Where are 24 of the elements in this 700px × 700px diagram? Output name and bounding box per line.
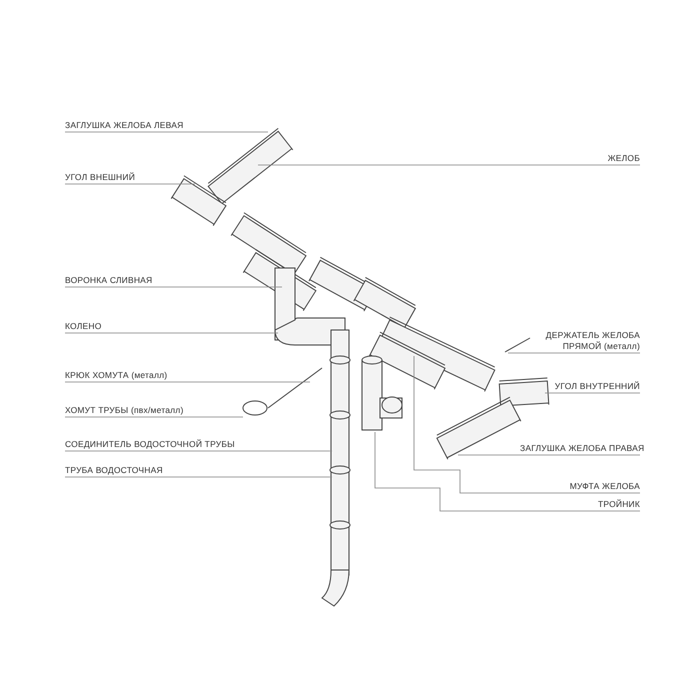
part-label: ТРОЙНИК (540, 499, 640, 510)
part-label: ТРУБА ВОДОСТОЧНАЯ (65, 465, 265, 476)
leader-line (64, 286, 282, 288)
leader-line (414, 356, 640, 494)
part-label: ДЕРЖАТЕЛЬ ЖЕЛОБА ПРЯМОЙ (металл) (540, 330, 640, 352)
leader-line (258, 164, 640, 166)
leader-line (374, 432, 640, 512)
leader-line (64, 332, 278, 334)
leader-line (64, 450, 332, 452)
leader-line (64, 416, 244, 418)
part-label: ЖЕЛОБ (540, 153, 640, 164)
part-label: ХОМУТ ТРУБЫ (пвх/металл) (65, 405, 235, 416)
part-label: УГОЛ ВНУТРЕННИЙ (540, 381, 640, 392)
leader-line (64, 476, 332, 478)
part-label: УГОЛ ВНЕШНИЙ (65, 172, 195, 183)
part-label: ЗАГЛУШКА ЖЕЛОБА ЛЕВАЯ (65, 120, 285, 131)
part-label: МУФТА ЖЕЛОБА (540, 481, 640, 492)
part-label: КРЮК ХОМУТА (металл) (65, 370, 265, 381)
part-label: КОЛЕНО (65, 321, 225, 332)
leader-line (458, 454, 640, 456)
part-label: СОЕДИНИТЕЛЬ ВОДОСТОЧНОЙ ТРУБЫ (65, 439, 315, 450)
leader-line (508, 352, 640, 354)
leader-line (544, 392, 640, 394)
part-label: ВОРОНКА СЛИВНАЯ (65, 275, 225, 286)
